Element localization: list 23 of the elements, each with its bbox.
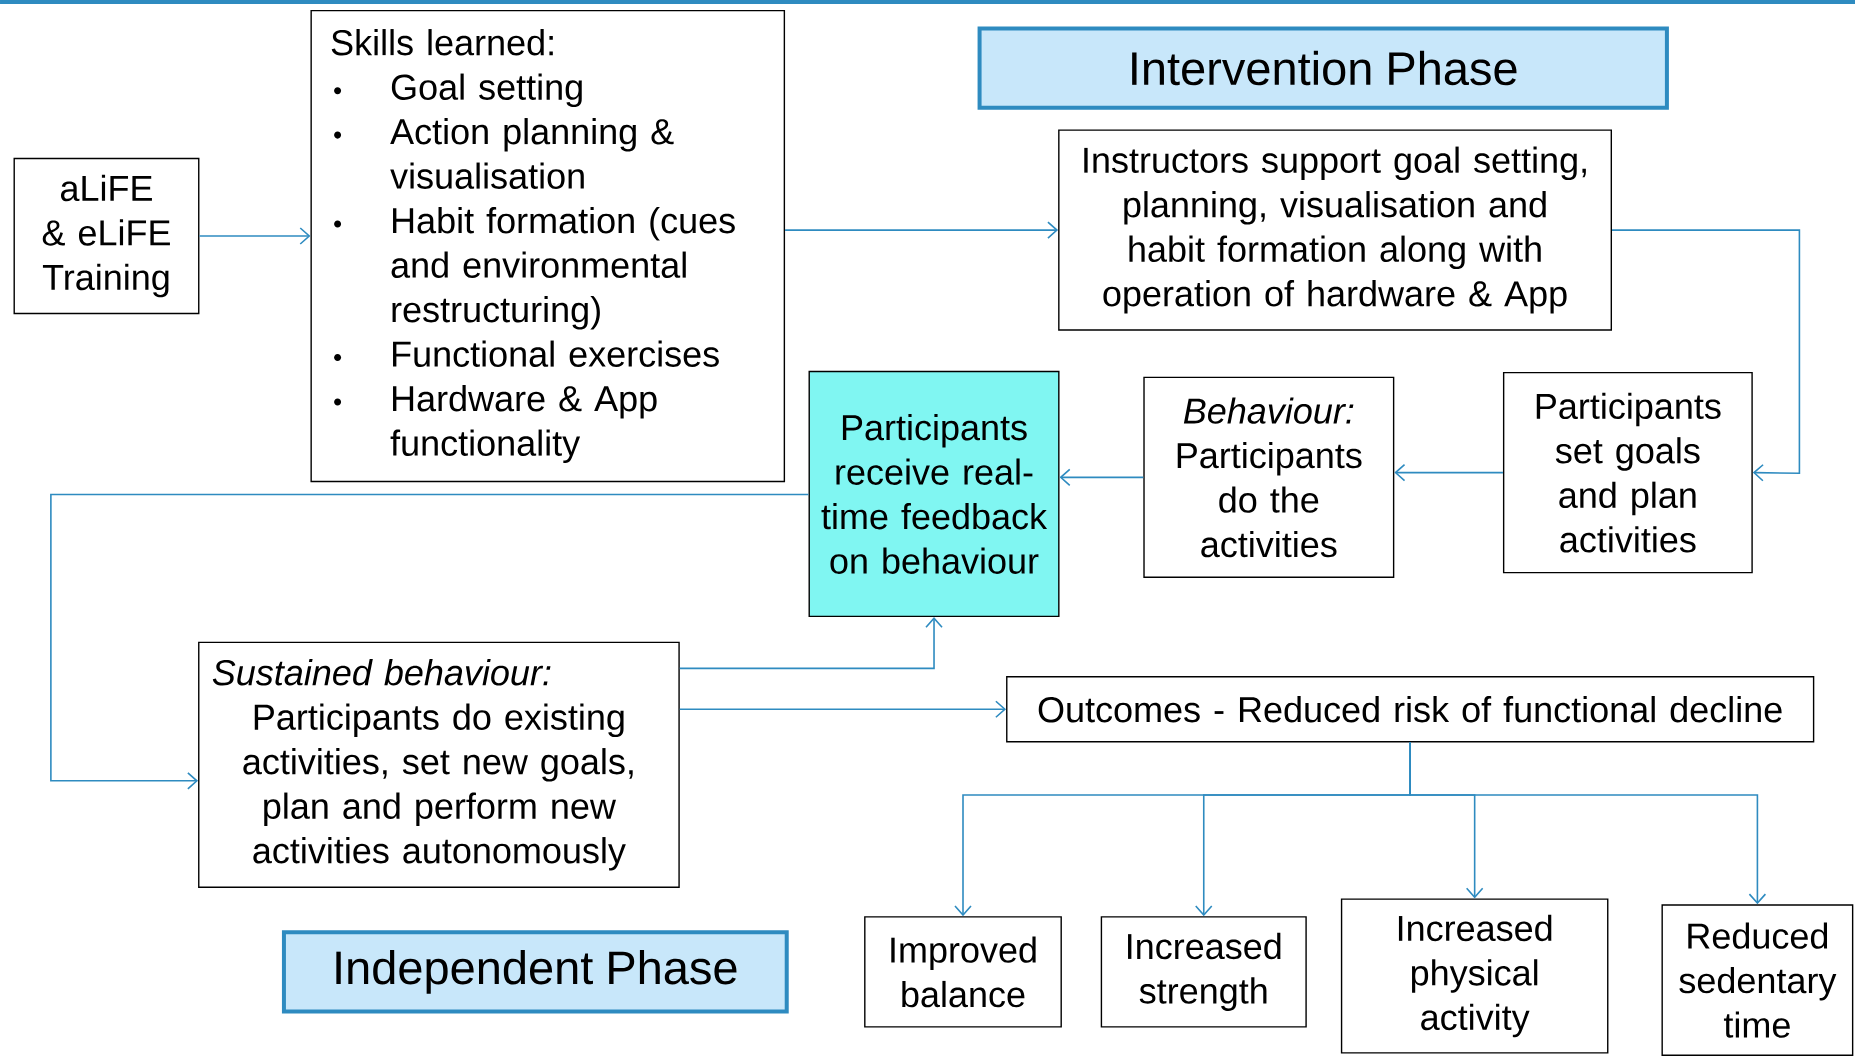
outcome-box: Reduced sedentary time <box>1661 904 1854 1056</box>
outcome-box: Increased physical activity <box>1340 898 1609 1054</box>
process-box: Instructors support goal setting, planning, visualisation and habit formation along with operation of hardware & App <box>1058 129 1612 331</box>
arrow <box>1394 463 1504 482</box>
arrow <box>784 221 1059 239</box>
arrow <box>1611 229 1801 482</box>
skills-box: Skills learned: Goal setting Action planning & visualisation Habit formation (cues and environmental restructuring) Functional exercises Hardware & App functionality <box>310 9 786 483</box>
process-box: Sustained behaviour: Participants do existing activities, set new goals, plan and perform new activities autonomously <box>198 641 680 888</box>
training-box: aLiFE & eLiFE Training <box>13 157 200 315</box>
process-box: Participants set goals and plan activities <box>1502 371 1753 574</box>
phase-banner: Independent Phase <box>281 930 789 1014</box>
outcome-box: Improved balance <box>864 916 1062 1028</box>
outcome-box: Increased strength <box>1100 916 1307 1028</box>
arrow <box>1409 741 1767 905</box>
arrow <box>679 700 1007 719</box>
arrow <box>198 227 311 245</box>
outcome-box: Outcomes - Reduced risk of functional decline <box>1006 676 1815 743</box>
process-box: Behaviour: Participants do the activities <box>1143 376 1395 578</box>
phase-banner: Intervention Phase <box>977 26 1669 110</box>
arrow <box>679 617 943 670</box>
arrow <box>1059 468 1145 487</box>
arrow <box>50 493 810 790</box>
feedback-box: Participants receive real-time feedback on behaviour <box>808 370 1060 618</box>
